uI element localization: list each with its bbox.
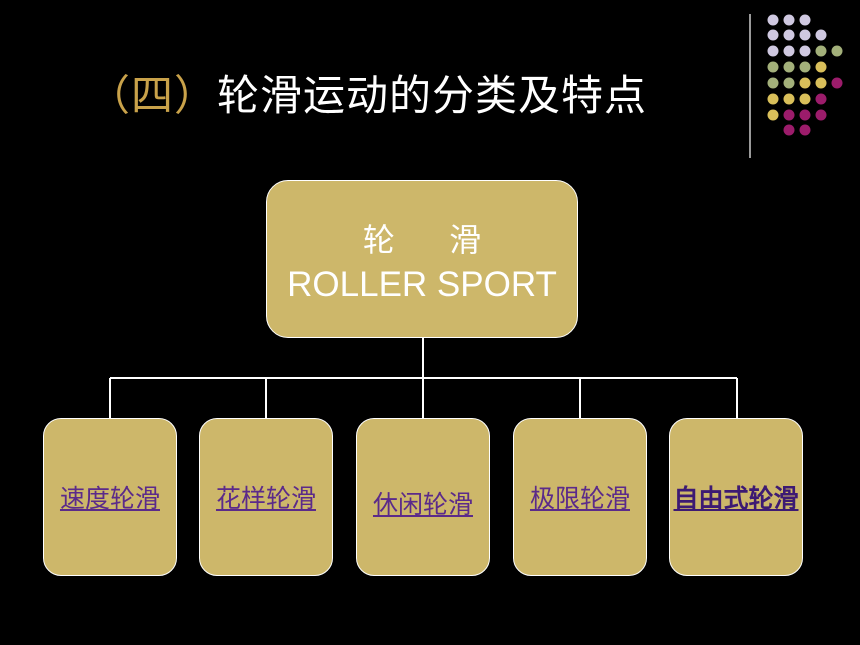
title-prefix: （四） xyxy=(88,71,218,120)
title-main: 轮滑运动的分类及特点 xyxy=(217,71,648,120)
root-label-cn: 轮 滑 xyxy=(362,221,504,259)
node-link-figure-skating[interactable]: 花样轮滑 xyxy=(215,484,316,513)
node-recreational-skating[interactable]: 休闲轮滑 xyxy=(356,418,490,576)
node-figure-skating[interactable]: 花样轮滑 xyxy=(199,418,333,576)
root-node: 轮 滑 ROLLER SPORT xyxy=(266,180,578,338)
decorative-divider xyxy=(749,14,751,158)
node-link-freestyle-skating[interactable]: 自由式轮滑 xyxy=(673,484,799,513)
root-label-en: ROLLER SPORT xyxy=(287,265,557,304)
node-link-extreme-skating[interactable]: 极限轮滑 xyxy=(529,484,630,513)
node-link-speed-skating[interactable]: 速度轮滑 xyxy=(59,484,160,513)
slide-title: （四）轮滑运动的分类及特点 xyxy=(88,66,647,126)
node-speed-skating[interactable]: 速度轮滑 xyxy=(43,418,177,576)
node-link-recreational-skating[interactable]: 休闲轮滑 xyxy=(372,490,473,519)
node-freestyle-skating[interactable]: 自由式轮滑 xyxy=(669,418,803,576)
node-extreme-skating[interactable]: 极限轮滑 xyxy=(513,418,647,576)
